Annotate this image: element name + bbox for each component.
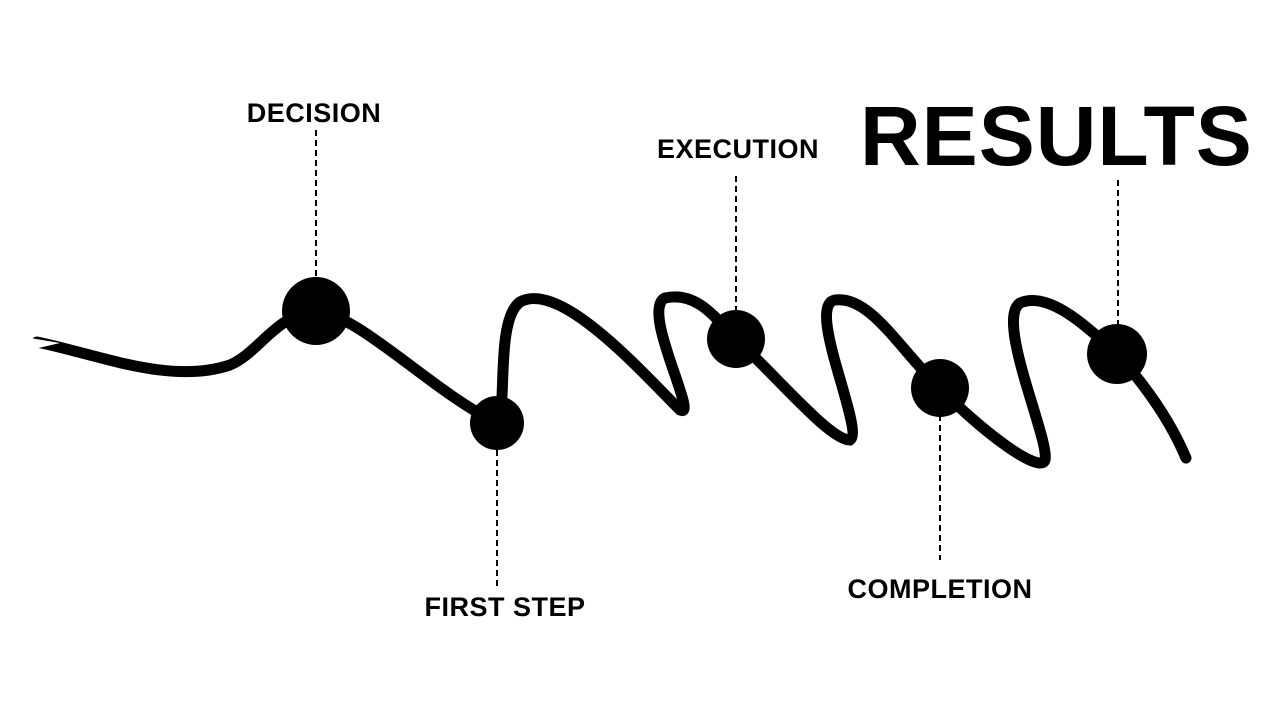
node-decision	[282, 277, 350, 345]
node-execution	[707, 310, 765, 368]
label-decision: DECISION	[246, 98, 382, 128]
curve-tail-taper	[30, 338, 60, 350]
label-completion: COMPLETION	[847, 574, 1033, 604]
node-results	[1087, 324, 1147, 384]
journey-curve	[31, 291, 1192, 469]
dashed-leaders	[315, 130, 1119, 590]
label-first-step: FIRST STEP	[424, 592, 586, 622]
label-execution: EXECUTION	[656, 134, 820, 164]
results-title: RESULTS	[860, 89, 1253, 183]
node-first-step	[470, 396, 524, 450]
node-completion	[911, 359, 969, 417]
